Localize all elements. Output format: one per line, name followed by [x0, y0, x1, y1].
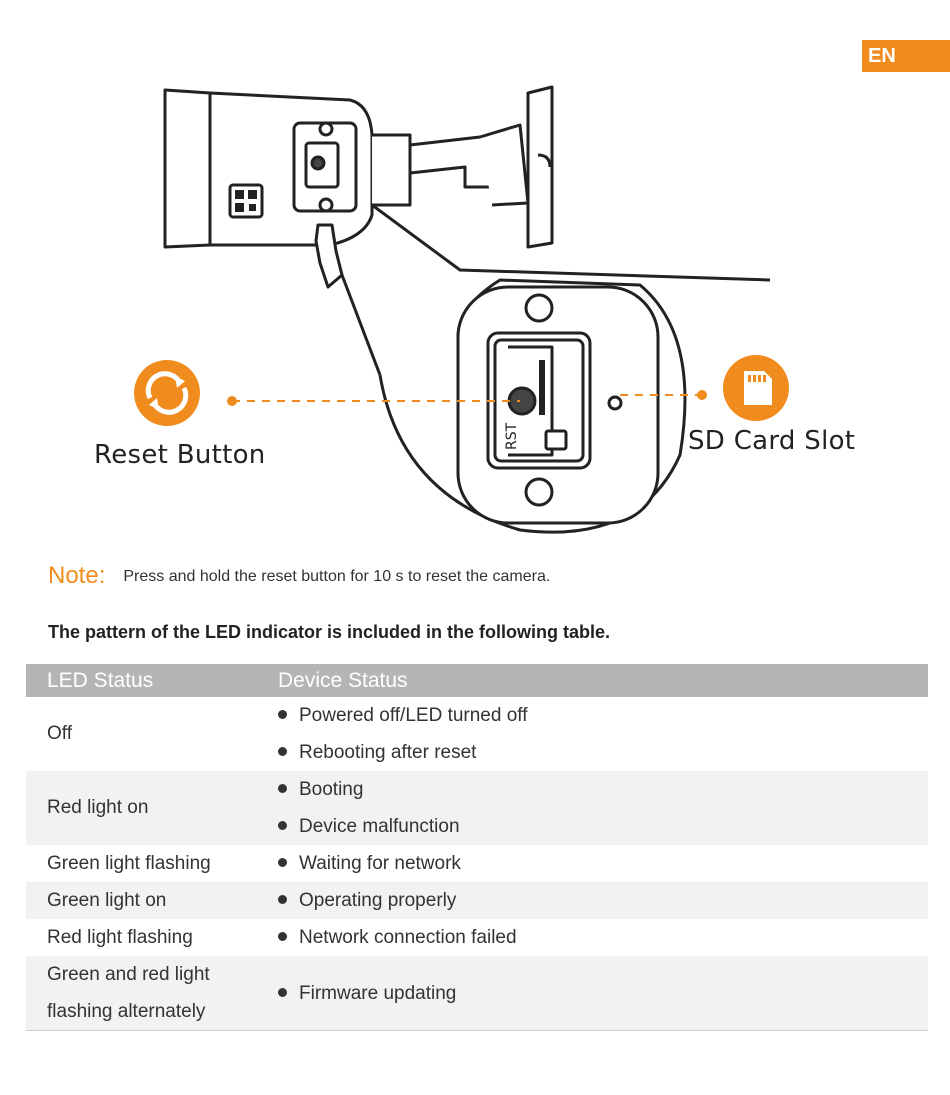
device-cell: Powered off/LED turned off Rebooting aft… [257, 697, 928, 771]
table-row: Green and red light flashing alternately… [26, 956, 928, 1031]
led-cell: Green and red light flashing alternately [26, 956, 257, 1031]
reset-icon [134, 360, 200, 426]
table-row: Green light on Operating properly [26, 882, 928, 919]
table-intro: The pattern of the LED indicator is incl… [48, 622, 611, 642]
led-cell: Red light on [26, 771, 257, 845]
note-text: Press and hold the reset button for 10 s… [123, 568, 551, 585]
device-cell: Booting Device malfunction [257, 771, 928, 845]
language-badge: EN [862, 40, 950, 72]
device-cell: Waiting for network [257, 845, 928, 882]
table-row: Green light flashing Waiting for network [26, 845, 928, 882]
bracket-arm [408, 135, 494, 189]
device-item: Device malfunction [278, 808, 928, 845]
camera-cable [314, 223, 344, 289]
rst-marking: RST [504, 422, 520, 450]
note: Note: Press and hold the reset button for… [48, 562, 550, 590]
device-item: Powered off/LED turned off [278, 697, 928, 734]
led-cell: Red light flashing [47, 926, 193, 948]
header-device-status: Device Status [257, 664, 928, 697]
header-led-status: LED Status [26, 664, 257, 697]
device-item: Waiting for network [278, 845, 928, 882]
device-item: Operating properly [278, 882, 928, 919]
led-cell: Green light flashing [47, 852, 211, 874]
device-cell: Network connection failed [257, 919, 928, 956]
table-header-row: LED Status Device Status [26, 664, 928, 697]
reset-button-hole [507, 386, 537, 416]
table-row: Red light on Booting Device malfunction [26, 771, 928, 845]
sd-card-icon [723, 355, 789, 421]
qr-code-icon [228, 183, 264, 219]
note-label: Note: [48, 562, 106, 589]
device-item: Rebooting after reset [278, 734, 928, 771]
reset-button-label: Reset Button [94, 440, 266, 470]
device-item: Booting [278, 771, 928, 808]
camera-hood [163, 88, 212, 249]
sd-card-slot-label: SD Card Slot [688, 426, 856, 456]
device-item: Firmware updating [278, 975, 928, 1012]
device-cell: Firmware updating [257, 956, 928, 1031]
led-cell: Off [47, 723, 72, 744]
camera-illustration: RST [134, 85, 789, 534]
table-row: Red light flashing Network connection fa… [26, 919, 928, 956]
device-cell: Operating properly [257, 882, 928, 919]
wall-mount [526, 85, 554, 249]
led-cell: Green light on [26, 882, 257, 919]
led-status-table: LED Status Device Status Off Powered off… [26, 664, 928, 1031]
device-item: Network connection failed [278, 919, 928, 956]
table-row: Off Powered off/LED turned off Rebooting… [26, 697, 928, 771]
